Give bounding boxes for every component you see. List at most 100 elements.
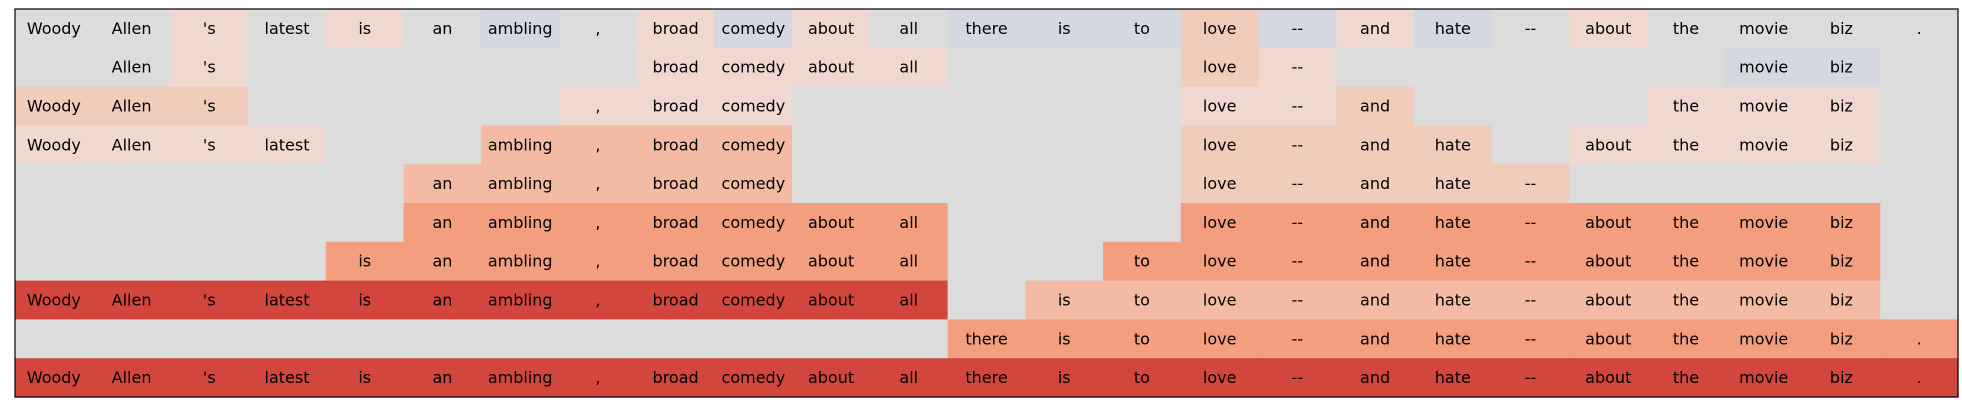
token-label: an <box>432 291 452 310</box>
token-label: all <box>899 368 918 387</box>
token-label: latest <box>265 135 310 154</box>
heatmap-cell <box>1491 319 1570 359</box>
heatmap-cell <box>1180 319 1260 359</box>
token-label: is <box>358 291 371 310</box>
heatmap-cell <box>403 203 482 243</box>
heatmap-cell <box>325 203 405 243</box>
token-labels: Woody Allen 's latest is an ambling, broad comed… <box>27 19 1922 387</box>
token-label: -- <box>1525 368 1537 387</box>
heatmap-cell <box>947 125 1026 165</box>
heatmap-cell <box>170 280 249 320</box>
token-label: love <box>1203 174 1237 193</box>
token-label: the <box>1673 252 1699 271</box>
heatmap-cell <box>1569 319 1648 359</box>
token-label: , <box>595 97 600 116</box>
heatmap-cell <box>170 319 249 359</box>
token-label: is <box>1058 291 1071 310</box>
heatmap-cell <box>1491 47 1570 88</box>
heatmap-cell <box>1647 280 1726 320</box>
heatmap-cell <box>1647 358 1726 398</box>
heatmap-cell <box>1491 9 1570 49</box>
heatmap-cell <box>92 9 172 49</box>
heatmap-cell <box>714 86 793 126</box>
token-label: comedy <box>722 291 786 310</box>
token-label: love <box>1203 252 1237 271</box>
heatmap-cell <box>1724 280 1804 320</box>
token-label: Allen <box>112 291 152 310</box>
token-label: biz <box>1830 135 1853 154</box>
token-label: ambling <box>488 291 553 310</box>
heatmap-cell <box>92 280 172 320</box>
token-label: about <box>1585 368 1631 387</box>
heatmap-cells <box>15 9 1959 398</box>
heatmap-cell <box>92 164 172 204</box>
token-label: an <box>432 174 452 193</box>
heatmap-cell <box>714 164 793 204</box>
token-label: love <box>1203 329 1237 348</box>
heatmap-cell <box>1103 241 1182 282</box>
token-label: there <box>965 329 1007 348</box>
token-label: comedy <box>722 19 786 38</box>
heatmap-cell <box>792 358 871 398</box>
heatmap-cell <box>15 86 94 126</box>
heatmap-cell <box>481 86 560 126</box>
heatmap-cell <box>1336 280 1415 320</box>
heatmap-cell <box>559 47 638 88</box>
token-label: broad <box>653 252 699 271</box>
heatmap-cell <box>1025 47 1104 88</box>
token-label: , <box>595 174 600 193</box>
heatmap-cell <box>1569 280 1648 320</box>
heatmap-cell <box>1336 319 1415 359</box>
heatmap-cell <box>869 125 949 165</box>
token-label: hate <box>1435 19 1471 38</box>
token-label: an <box>432 19 452 38</box>
token-label: comedy <box>722 174 786 193</box>
heatmap-cell <box>1025 319 1104 359</box>
heatmap-cell <box>1413 9 1493 49</box>
heatmap-cell <box>792 203 871 243</box>
heatmap-cell <box>1880 241 1959 282</box>
token-label: and <box>1360 135 1390 154</box>
token-label: biz <box>1830 368 1853 387</box>
token-label: hate <box>1435 174 1471 193</box>
token-label: about <box>1585 213 1631 232</box>
heatmap-cell <box>714 9 793 49</box>
token-label: hate <box>1435 213 1471 232</box>
heatmap-cell <box>170 241 249 282</box>
heatmap-cell <box>1258 164 1337 204</box>
heatmap-cell <box>15 125 94 165</box>
token-label: about <box>1585 135 1631 154</box>
heatmap-cell <box>403 358 482 398</box>
heatmap-cell <box>714 319 793 359</box>
heatmap-cell <box>1336 47 1415 88</box>
token-label: -- <box>1525 213 1537 232</box>
token-label: -- <box>1292 174 1304 193</box>
token-label: about <box>808 368 854 387</box>
token-label: 's <box>203 97 216 116</box>
token-label: about <box>808 252 854 271</box>
heatmap-cell <box>1258 86 1337 126</box>
heatmap-cell <box>1724 358 1804 398</box>
heatmap-cell <box>325 9 405 49</box>
heatmap-cell <box>1258 125 1337 165</box>
token-label: Woody <box>27 368 81 387</box>
token-label: ambling <box>488 19 553 38</box>
plot-frame <box>14 8 1959 398</box>
token-label: -- <box>1525 291 1537 310</box>
token-label: broad <box>653 174 699 193</box>
token-label: , <box>595 19 600 38</box>
token-label: latest <box>265 19 310 38</box>
heatmap-cell <box>325 358 405 398</box>
heatmap-cell <box>1025 164 1104 204</box>
token-label: and <box>1360 329 1390 348</box>
token-label: the <box>1673 291 1699 310</box>
token-label: latest <box>265 368 310 387</box>
heatmap-cell <box>1647 203 1726 243</box>
heatmap-cell <box>1103 203 1182 243</box>
heatmap-cell <box>636 203 716 243</box>
heatmap-cell <box>714 47 793 88</box>
heatmap-cell <box>1724 241 1804 282</box>
heatmap-cell <box>1724 86 1804 126</box>
heatmap-cell <box>1413 280 1493 320</box>
heatmap-cell <box>1336 164 1415 204</box>
